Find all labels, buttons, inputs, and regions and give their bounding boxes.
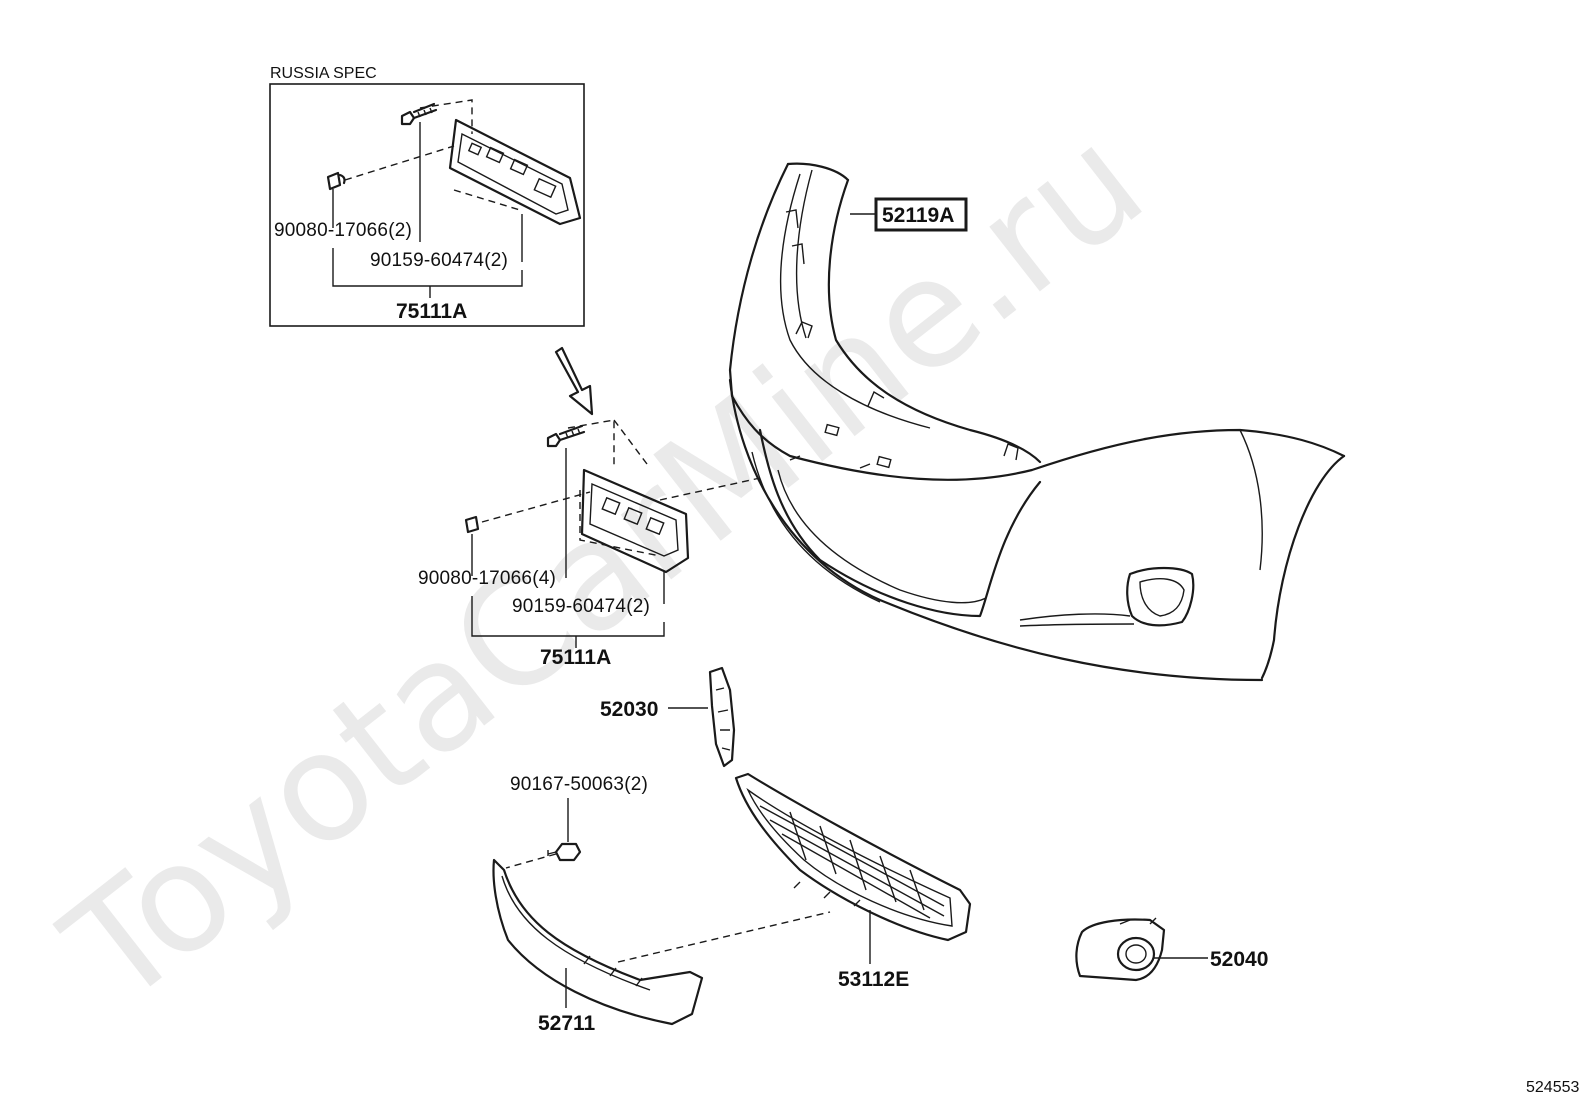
screw-label: 90159-60474(2) — [512, 596, 650, 617]
bumper-label-box — [874, 197, 968, 232]
license-bracket-group: 90080-17066(4) 90159-60474(2) 75111A — [418, 419, 761, 669]
fog-cover — [1075, 917, 1166, 982]
bracket-label: 75111A — [540, 646, 611, 669]
lower-molding-label: 52711 — [538, 1012, 596, 1035]
lower-grille — [734, 772, 972, 942]
clip-icon — [464, 515, 480, 534]
center-support — [708, 666, 736, 768]
russia-bracket-label: 75111A — [396, 300, 467, 323]
arrow-icon — [554, 346, 594, 416]
russia-spec-box — [269, 83, 585, 327]
license-bracket — [580, 468, 690, 574]
bumper-cover — [728, 162, 1346, 682]
center-support-label: 52030 — [600, 698, 658, 721]
diagram-id: 524553 — [1526, 1079, 1579, 1096]
clip-label: 90080-17066(4) — [418, 568, 556, 589]
bolt-label: 90167-50063(2) — [510, 774, 648, 795]
russia-spec-group: RUSSIA SPEC — [269, 65, 585, 327]
lower-grille-label: 53112E — [838, 968, 909, 991]
clip-icon — [326, 171, 346, 191]
screw-icon — [546, 424, 586, 448]
screw-icon — [400, 102, 438, 126]
fog-cover-label: 52040 — [1210, 948, 1268, 971]
russia-spec-title: RUSSIA SPEC — [270, 65, 377, 82]
bolt-icon — [547, 842, 582, 862]
watermark-text: ToyotaCarMine.ru — [34, 94, 1175, 1038]
russia-screw-label: 90159-60474(2) — [370, 250, 508, 271]
bumper-cover-label: 52119A — [882, 204, 954, 227]
russia-clip-label: 90080-17066(2) — [274, 220, 412, 241]
lower-molding — [492, 858, 704, 1026]
license-bracket-russia — [448, 118, 582, 226]
